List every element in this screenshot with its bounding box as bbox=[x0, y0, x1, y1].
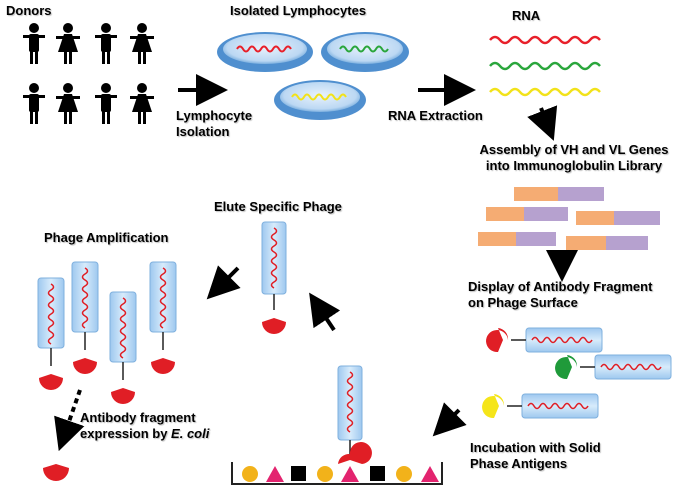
antibody-red-icon bbox=[39, 366, 63, 390]
donor-female-icon bbox=[56, 83, 80, 124]
label-display-line2: on Phage Surface bbox=[468, 295, 578, 310]
display-phage-red bbox=[486, 327, 603, 353]
antibody-red-icon bbox=[111, 380, 135, 404]
arrow-down-icon bbox=[527, 105, 558, 141]
donor-male-icon bbox=[23, 83, 45, 124]
amplified-phage bbox=[109, 291, 137, 404]
label-phage-amplification: Phage Amplification bbox=[44, 230, 169, 245]
donor-female-icon bbox=[56, 23, 80, 64]
label-rna-extraction: RNA Extraction bbox=[388, 108, 483, 123]
label-expression-organism: E. coli bbox=[171, 426, 210, 441]
gene-bar bbox=[478, 232, 556, 246]
display-phage-yellow bbox=[482, 393, 599, 419]
antibody-green-icon bbox=[555, 355, 578, 380]
donor-female-icon bbox=[130, 83, 154, 124]
antigen-square-icon bbox=[291, 466, 306, 481]
label-incubation-line2: Phase Antigens bbox=[470, 456, 568, 471]
label-incubation: Incubation with Solid Phase Antigens bbox=[470, 440, 601, 472]
donor-male-icon bbox=[95, 23, 117, 64]
amplified-phage bbox=[37, 277, 65, 390]
display-phage-green bbox=[555, 354, 672, 380]
solid-phase-tray bbox=[231, 462, 443, 485]
rna-red-strand bbox=[489, 35, 601, 45]
antibody-red-icon bbox=[338, 442, 372, 464]
petri-dish-yellow bbox=[274, 80, 366, 120]
antibody-yellow-icon bbox=[482, 394, 505, 419]
antibody-red-icon bbox=[486, 328, 509, 353]
gene-bar bbox=[514, 187, 604, 201]
antigen-triangle-icon bbox=[341, 466, 359, 482]
arrow-down-left-icon bbox=[206, 265, 241, 300]
arrow-up-left-icon bbox=[309, 292, 341, 332]
label-lymphocyte-isolation-line2: Isolation bbox=[176, 124, 230, 139]
label-display: Display of Antibody Fragment on Phage Su… bbox=[468, 279, 652, 311]
bound-phage bbox=[337, 365, 372, 464]
label-display-line1: Display of Antibody Fragment bbox=[468, 279, 653, 294]
donor-male-icon bbox=[95, 83, 117, 124]
antigen-square-icon bbox=[370, 466, 385, 481]
donor-male-icon bbox=[23, 23, 45, 64]
eluted-phage bbox=[261, 221, 287, 334]
amplified-phage bbox=[71, 261, 99, 374]
label-donors: Donors bbox=[6, 3, 52, 18]
free-antibody-fragment-icon bbox=[43, 455, 69, 481]
label-expression-prefix: expression by bbox=[80, 426, 172, 441]
gene-bar bbox=[486, 207, 568, 221]
flow-arrows bbox=[54, 74, 578, 452]
label-assembly-line1: Assembly of VH and VL Genes bbox=[479, 142, 669, 157]
label-rna: RNA bbox=[512, 8, 541, 23]
label-assembly: Assembly of VH and VL Genes into Immunog… bbox=[466, 142, 682, 174]
label-lymphocyte-isolation-line1: Lymphocyte bbox=[176, 108, 253, 123]
antigen-circle-icon bbox=[317, 466, 333, 482]
gene-bar bbox=[566, 236, 648, 250]
rna-strands bbox=[489, 35, 601, 97]
petri-dish-red bbox=[217, 32, 313, 72]
rna-yellow-strand bbox=[489, 87, 601, 97]
antigen-triangle-icon bbox=[266, 466, 284, 482]
antigen-circle-icon bbox=[242, 466, 258, 482]
label-assembly-line2: into Immunoglobulin Library bbox=[485, 158, 663, 173]
antibody-red-icon bbox=[151, 350, 175, 374]
label-incubation-line1: Incubation with Solid bbox=[470, 440, 601, 455]
antibody-red-icon bbox=[262, 310, 286, 334]
label-expression: Antibody fragment expression by E. coli bbox=[80, 410, 209, 442]
label-elute: Elute Specific Phage bbox=[214, 199, 342, 214]
antigen-triangle-icon bbox=[421, 466, 439, 482]
antigen-circle-icon bbox=[396, 466, 412, 482]
donor-female-icon bbox=[130, 23, 154, 64]
label-expression-line2: expression by E. coli bbox=[80, 426, 209, 442]
label-expression-line1: Antibody fragment bbox=[80, 410, 196, 425]
arrow-dotted-icon bbox=[54, 389, 85, 452]
gene-library bbox=[478, 187, 660, 250]
label-isolated-lymphocytes: Isolated Lymphocytes bbox=[230, 3, 367, 18]
gene-bar bbox=[576, 211, 660, 225]
donors-group bbox=[23, 23, 154, 124]
rna-green-strand bbox=[489, 61, 601, 71]
antibody-red-icon bbox=[73, 350, 97, 374]
arrow-down-left-icon bbox=[432, 402, 467, 437]
label-lymphocyte-isolation: Lymphocyte Isolation bbox=[176, 108, 252, 140]
amplified-phage bbox=[149, 261, 177, 374]
petri-dish-green bbox=[321, 32, 409, 72]
